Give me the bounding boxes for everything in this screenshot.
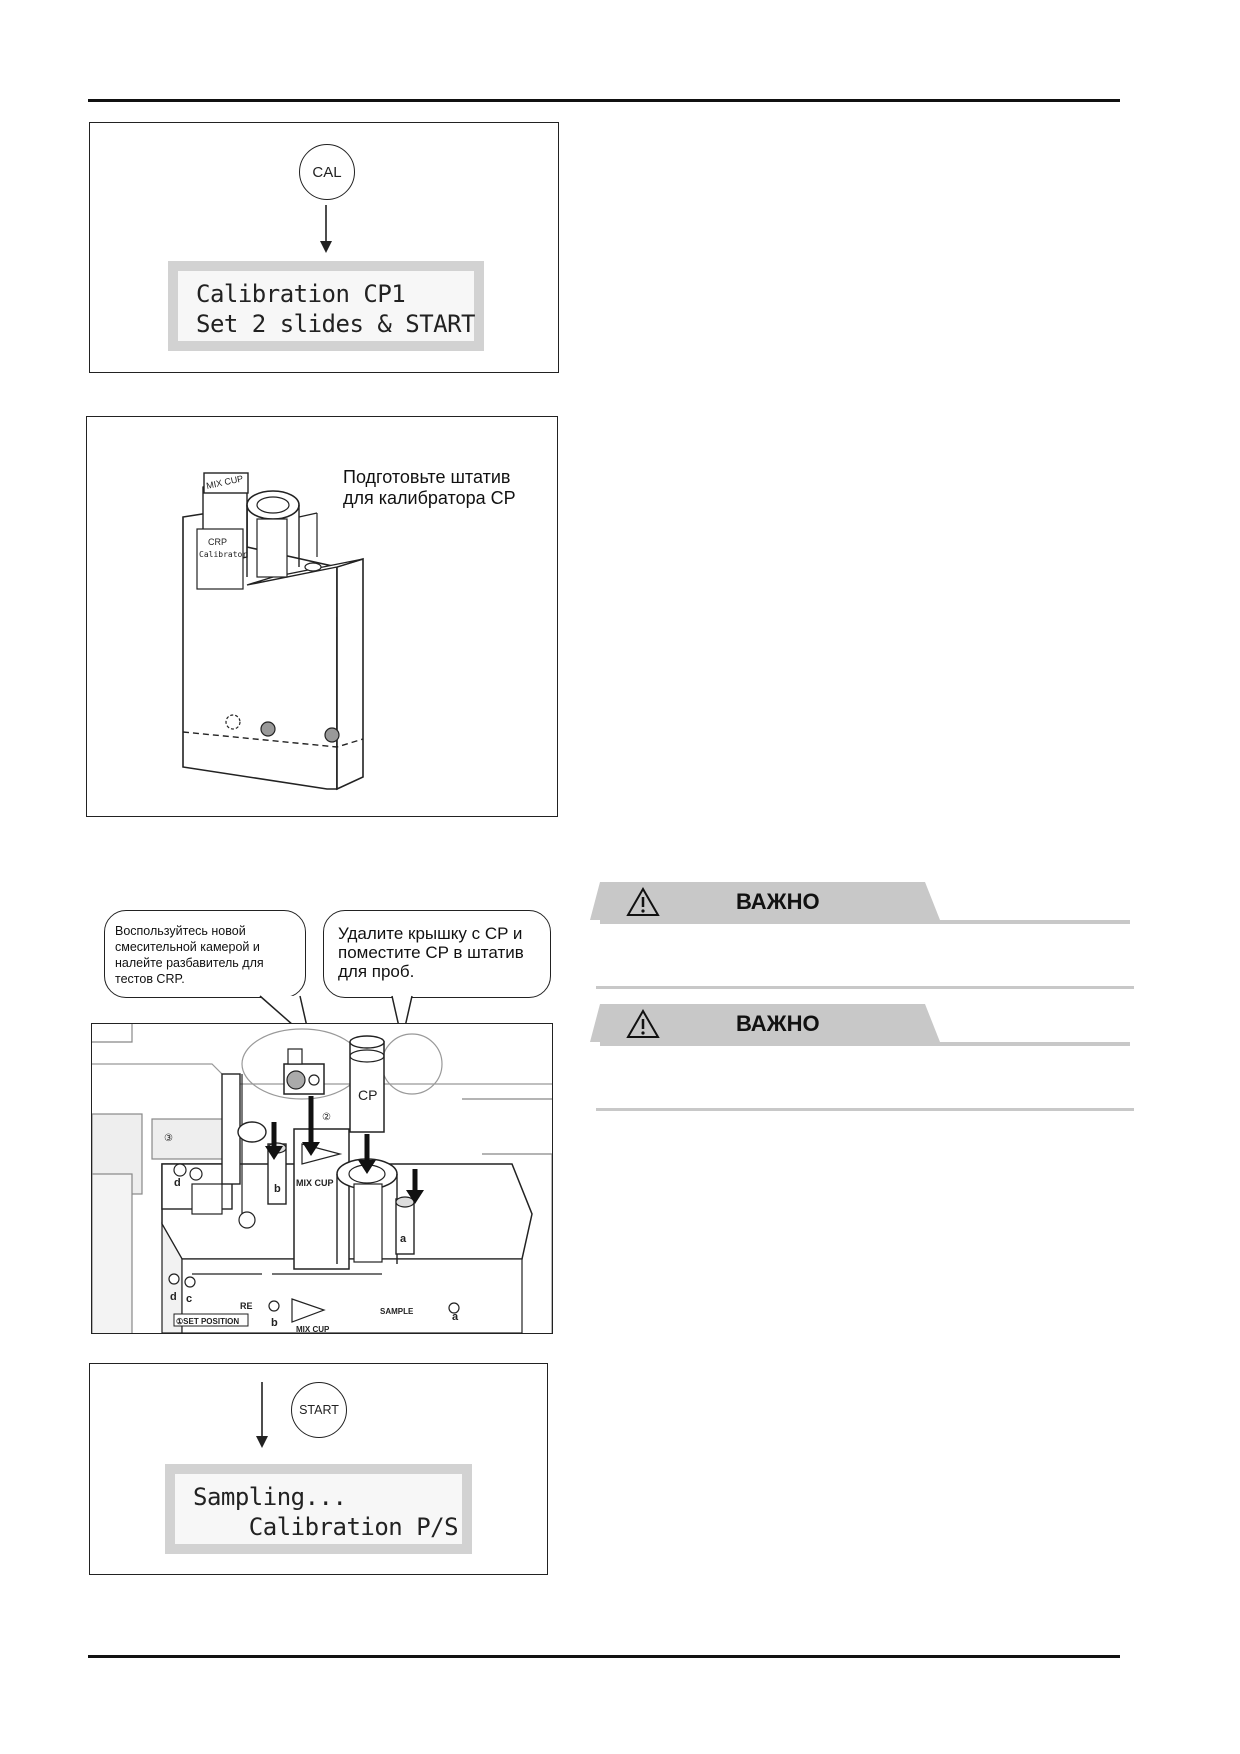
- marker-3: ③: [164, 1133, 173, 1144]
- cal-button: CAL: [299, 144, 355, 200]
- re-label: RE: [240, 1301, 253, 1311]
- mix-cup-bottom-label: MIX CUP: [296, 1325, 330, 1333]
- cal-button-label: CAL: [312, 163, 342, 181]
- footer-rule: [88, 1655, 1120, 1658]
- marker-d-bottom: d: [170, 1291, 177, 1303]
- calibrator-rack-illustration: MIX CUP CRP Calibrator: [182, 472, 364, 791]
- bubble-remove-cap: Удалите крышку с CP и поместите CP в шта…: [323, 910, 551, 998]
- notice-separator: [596, 1108, 1134, 1111]
- notice-label: ВАЖНО: [736, 1011, 820, 1036]
- figure-start-display: START Sampling... Calibration P/S: [89, 1363, 548, 1575]
- start-button: START: [291, 1382, 347, 1438]
- notice-tab: [590, 882, 940, 920]
- start-button-label: START: [299, 1403, 339, 1417]
- lcd-display: Sampling... Calibration P/S: [165, 1464, 472, 1554]
- notice-separator: [596, 986, 1134, 989]
- figure-calibrator-rack: MIX CUP CRP Calibrator Подготовьте штати…: [86, 416, 558, 817]
- rack-caption: Подготовьте штатив для калибратора CP: [343, 467, 516, 509]
- cp-tube-label: CP: [358, 1087, 377, 1103]
- notice-underline: [600, 920, 1130, 924]
- notice-tab: [590, 1004, 940, 1042]
- marker-b: b: [274, 1183, 281, 1195]
- bubble-left-line-2: смесительной камерой и: [115, 940, 260, 954]
- bubble-right-line-1: Удалите крышку с CP и: [338, 924, 523, 943]
- lcd-line-1: Calibration CP1: [196, 280, 406, 308]
- bubble-left-line-3: налейте разбавитель для: [115, 956, 264, 970]
- lcd-line-2: Calibration P/S: [193, 1513, 459, 1541]
- marker-2: ②: [322, 1112, 331, 1123]
- lcd-line-1: Sampling...: [193, 1483, 347, 1511]
- crp-label: CRP: [208, 537, 227, 547]
- rack-caption-line-2: для калибратора CP: [343, 488, 516, 508]
- set-position-label: ①SET POSITION: [176, 1317, 239, 1326]
- down-arrow-icon: [320, 205, 332, 253]
- bubble-left-line-1: Воспользуйтесь новой: [115, 924, 246, 938]
- notice-label: ВАЖНО: [736, 889, 820, 914]
- warning-triangle-icon: [626, 887, 660, 916]
- marker-a: a: [400, 1233, 407, 1245]
- down-arrow-icon: [256, 1382, 268, 1448]
- mix-cup-slot-label: MIX CUP: [296, 1178, 334, 1188]
- rack-caption-line-1: Подготовьте штатив: [343, 467, 511, 487]
- warning-triangle-icon: [626, 1009, 660, 1038]
- marker-a-bottom: a: [452, 1311, 459, 1323]
- bubble-right-line-3: для проб.: [338, 962, 415, 981]
- bubble-right-line-2: поместите CP в штатив: [338, 943, 524, 962]
- notice-underline: [600, 1042, 1130, 1046]
- marker-b-bottom: b: [271, 1317, 278, 1329]
- calibrator-label: Calibrator: [199, 550, 247, 559]
- marker-c-bottom: c: [186, 1293, 192, 1305]
- header-rule: [88, 99, 1120, 102]
- marker-d: d: [174, 1177, 181, 1189]
- bubble-new-mix-cup: Воспользуйтесь новой смесительной камеро…: [104, 910, 306, 998]
- sample-setup-illustration: d c b MIX CUP ② ③ CP: [92, 1024, 552, 1333]
- sample-label: SAMPLE: [380, 1307, 414, 1316]
- bubble-left-line-4: тестов CRP.: [115, 972, 185, 986]
- figure-sample-setup: d c b MIX CUP ② ③ CP: [91, 1023, 553, 1334]
